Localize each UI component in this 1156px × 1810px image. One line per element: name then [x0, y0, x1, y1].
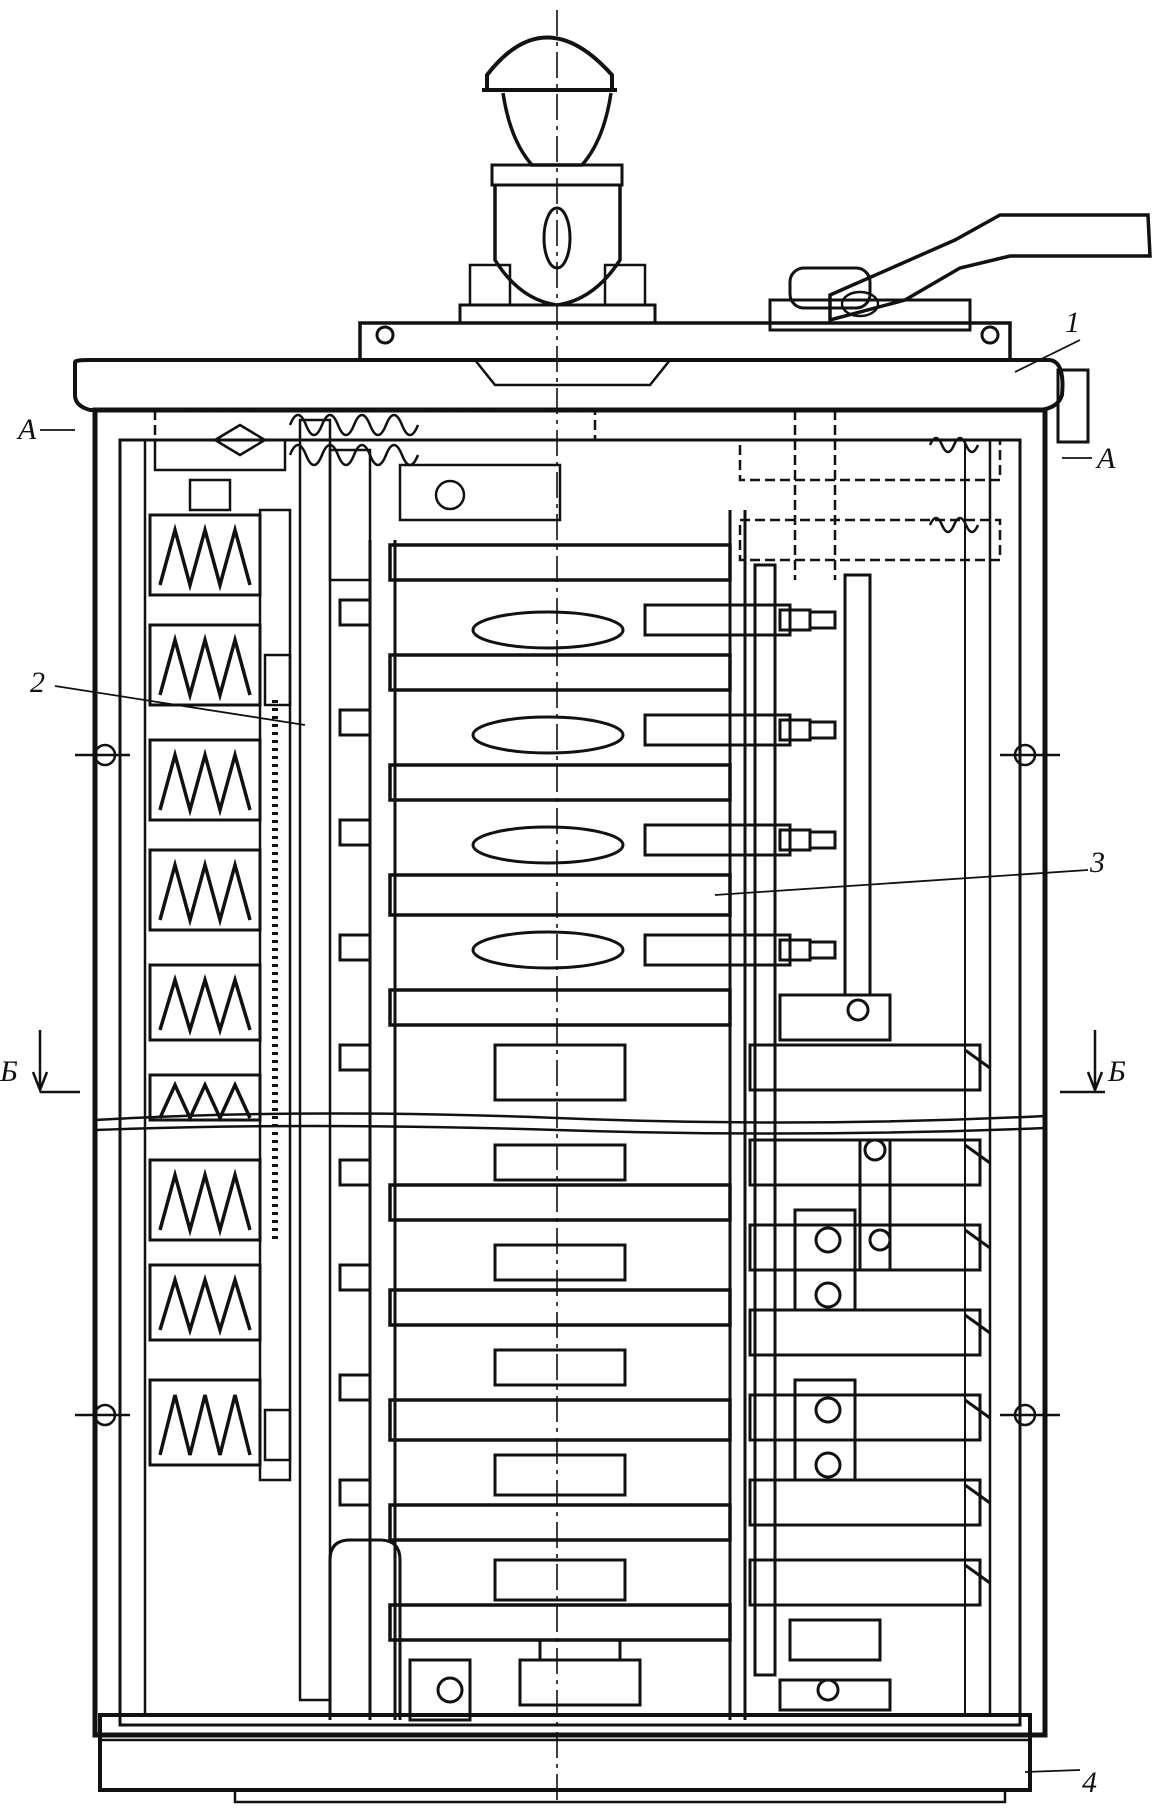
cover: [73, 321, 1090, 444]
callout-3: 3: [1090, 846, 1105, 879]
section-b-right-label: Б: [1108, 1055, 1126, 1088]
leader-lines: [40, 339, 1092, 1773]
arc-chute-stack: [148, 513, 262, 1467]
section-a-left-label: А: [18, 413, 37, 446]
section-b-markers: [31, 1030, 1105, 1094]
callout-2: 2: [30, 666, 45, 699]
top-mechanism: [153, 408, 1002, 580]
bottom-bracket: [328, 1538, 642, 1722]
section-a-right-label: А: [1097, 442, 1116, 475]
callout-4: 4: [1082, 1766, 1097, 1799]
break-line: [94, 1112, 1046, 1135]
spring-rod: [75, 418, 1060, 1702]
contact-column: [643, 563, 991, 1712]
handle-knob: [458, 35, 657, 325]
housing: [92, 407, 1048, 1804]
lever: [768, 213, 1152, 332]
callout-1: 1: [1065, 306, 1080, 339]
section-b-left-label: Б: [0, 1055, 18, 1088]
